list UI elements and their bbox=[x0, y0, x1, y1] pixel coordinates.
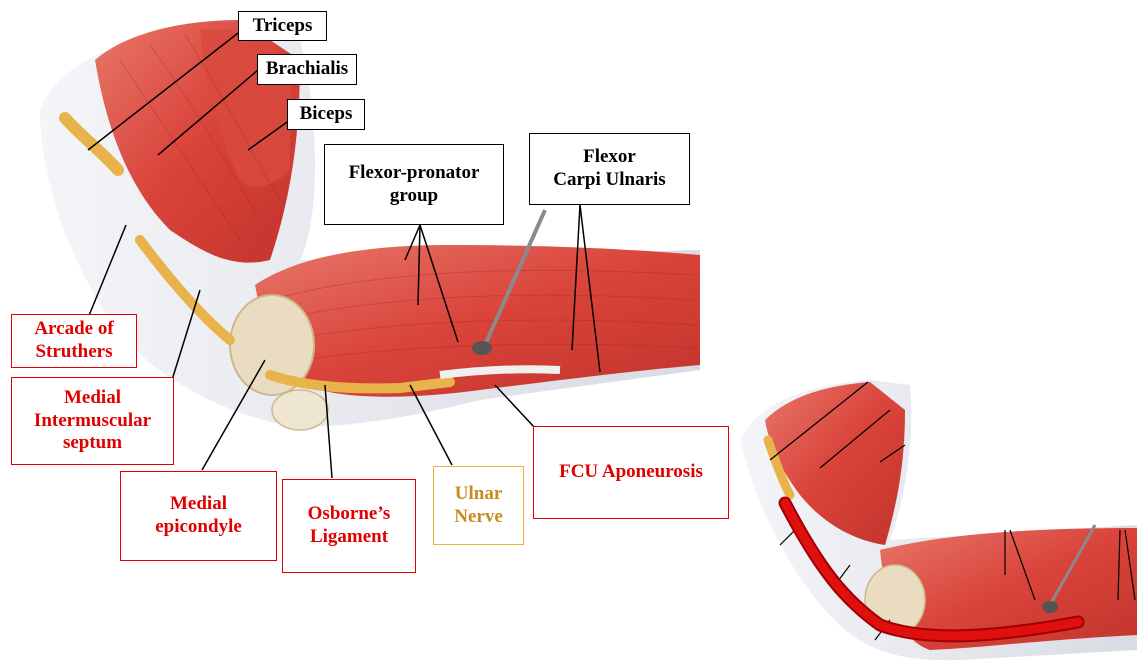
osbornes-ligament-label: Osborne’s Ligament bbox=[282, 479, 416, 573]
arcade-of-struthers-label: Arcade of Struthers bbox=[11, 314, 137, 368]
flexor-carpi-ulnaris-label: Flexor Carpi Ulnaris bbox=[529, 133, 690, 205]
medial-intermuscular-septum-label: Medial Intermuscular septum bbox=[11, 377, 174, 465]
medial-epicondyle-label: Medial epicondyle bbox=[120, 471, 277, 561]
inset-elbow-figure bbox=[740, 380, 1137, 660]
triceps-label: Triceps bbox=[238, 11, 327, 41]
ulnar-nerve-label: Ulnar Nerve bbox=[433, 466, 524, 545]
brachialis-label: Brachialis bbox=[257, 54, 357, 85]
flexor-pronator-label: Flexor-pronator group bbox=[324, 144, 504, 225]
biceps-label: Biceps bbox=[287, 99, 365, 130]
main-elbow-figure bbox=[40, 20, 700, 430]
fcu-aponeurosis-label: FCU Aponeurosis bbox=[533, 426, 729, 519]
